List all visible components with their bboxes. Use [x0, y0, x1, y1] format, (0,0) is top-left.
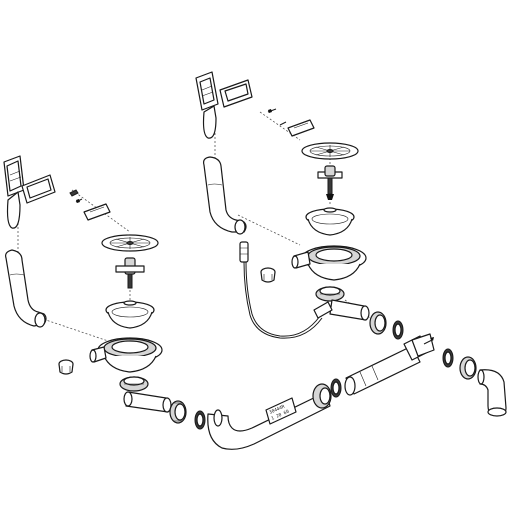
right-sink-outlet	[291, 245, 367, 281]
right-overflow-plate	[195, 71, 219, 139]
siphon-elbow	[477, 369, 507, 417]
right-outlet-nut	[315, 286, 345, 302]
right-basket-strainer	[301, 142, 359, 160]
left-overflow-tube	[5, 249, 47, 328]
right-tailpiece	[329, 299, 370, 321]
left-union-nut	[169, 400, 187, 424]
left-outlet-nut	[119, 376, 149, 392]
siphon-nuts	[442, 348, 477, 380]
left-overflow-gasket	[21, 174, 56, 204]
bowden-cable	[239, 241, 333, 339]
left-strainer-spindle	[115, 257, 145, 289]
right-union-nut	[369, 311, 387, 335]
middle-union-nut	[312, 383, 332, 409]
middle-washer	[330, 378, 342, 398]
left-tailpiece	[123, 391, 172, 413]
left-connector-plug	[58, 359, 74, 375]
right-strainer-spindle	[317, 165, 343, 200]
right-basket	[305, 207, 355, 236]
tee-junction	[411, 333, 435, 357]
right-overflow-tube	[203, 156, 247, 235]
left-overflow-cover	[83, 203, 111, 221]
left-basket	[105, 300, 155, 329]
left-overflow-plate	[3, 155, 25, 229]
right-connector-plug	[260, 267, 276, 283]
right-overflow-screws	[267, 108, 287, 126]
left-overflow-screws	[69, 189, 83, 203]
right-overflow-gasket	[219, 79, 253, 108]
left-sink-outlet	[89, 337, 163, 373]
right-overflow-cover	[287, 119, 315, 137]
left-basket-strainer	[101, 234, 159, 252]
left-washer	[194, 410, 206, 430]
right-washer	[392, 320, 404, 340]
horizontal-connecting-pipe: 30444R 1 20 60	[207, 391, 331, 450]
